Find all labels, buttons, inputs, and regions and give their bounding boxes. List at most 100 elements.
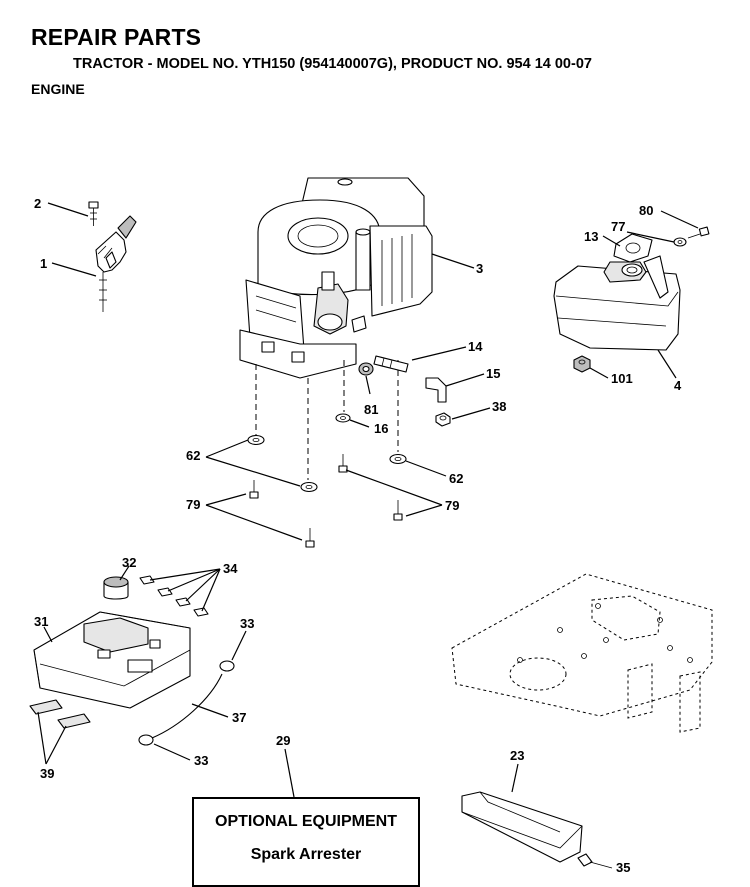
- air-cleaner-housing-part: [33, 611, 191, 709]
- washer-part: [389, 453, 407, 465]
- fitting-part: [373, 355, 409, 373]
- leader-line: [349, 419, 370, 428]
- filter-pad-part: [29, 699, 63, 715]
- leader-line: [205, 439, 249, 458]
- throttle-control-part: [95, 215, 137, 312]
- callout-15: 15: [486, 366, 500, 381]
- nut-part: [435, 412, 451, 427]
- air-cleaner-knob-part: [103, 576, 129, 600]
- callout-3: 3: [476, 261, 483, 276]
- callout-23: 23: [510, 748, 524, 763]
- leader-line: [284, 748, 295, 798]
- leader-line: [602, 235, 621, 247]
- muffler-bolt-part: [687, 226, 710, 239]
- callout-80: 80: [639, 203, 653, 218]
- washer-part: [247, 434, 265, 446]
- leader-line: [365, 375, 371, 395]
- optional-equipment-item: Spark Arrester: [250, 846, 362, 863]
- callout-14: 14: [468, 339, 483, 354]
- leader-line: [626, 231, 675, 243]
- muffler-part: [553, 255, 681, 351]
- muffler-nut-part: [573, 355, 591, 373]
- throttle-screw-part: [88, 201, 99, 226]
- leader-line: [45, 725, 67, 765]
- optional-equipment-box: OPTIONAL EQUIPMENT Spark Arrester: [192, 797, 420, 887]
- leader-line: [411, 346, 467, 361]
- leader-line: [47, 202, 89, 217]
- callout-33-top: 33: [240, 616, 254, 631]
- washer-part: [300, 481, 318, 493]
- leader-line: [185, 568, 221, 602]
- leader-line: [37, 711, 47, 765]
- callout-32: 32: [122, 555, 136, 570]
- callout-31: 31: [34, 614, 48, 629]
- leader-line: [231, 630, 247, 661]
- leader-line: [445, 373, 485, 387]
- leader-line: [191, 703, 229, 718]
- callout-81: 81: [364, 402, 378, 417]
- callout-34: 34: [223, 561, 238, 576]
- leader-line: [153, 743, 191, 761]
- leader-line: [431, 253, 475, 269]
- leader-line: [205, 456, 301, 487]
- callout-16: 16: [374, 421, 388, 436]
- leader-line: [657, 349, 677, 379]
- leader-line: [589, 367, 609, 379]
- leader-line: [451, 407, 491, 420]
- callout-79-right: 79: [445, 498, 459, 513]
- engine-part: [239, 177, 433, 379]
- leader-line: [43, 626, 53, 643]
- foam-pad-part: [157, 587, 173, 597]
- foam-pad-part: [139, 575, 155, 585]
- model-subtitle: TRACTOR - MODEL NO. YTH150 (954140007G),…: [73, 56, 592, 72]
- bolt-part: [393, 500, 403, 521]
- spark-arrester-shield-part: [461, 791, 583, 863]
- callout-101: 101: [611, 371, 633, 386]
- leader-line: [345, 469, 443, 506]
- leader-line: [51, 262, 97, 277]
- leader-line: [119, 565, 130, 581]
- leader-line: [167, 568, 221, 592]
- callout-77: 77: [611, 219, 625, 234]
- washer-part: [335, 413, 351, 423]
- leader-line: [149, 568, 221, 581]
- hose-elbow-part: [425, 377, 447, 403]
- callout-35: 35: [616, 860, 630, 872]
- leader-line: [205, 493, 247, 506]
- callout-37: 37: [232, 710, 246, 725]
- bolt-part: [249, 480, 259, 499]
- bushing-part: [358, 362, 374, 376]
- foam-pad-part: [193, 607, 209, 617]
- leader-line: [201, 568, 221, 612]
- leader-line: [405, 504, 443, 517]
- leader-line: [660, 210, 699, 229]
- bolt-part: [305, 528, 315, 548]
- exhaust-flange-part: [613, 233, 653, 263]
- leader-line: [205, 504, 303, 541]
- hose-clamp-part: [219, 660, 235, 672]
- screw-part: [577, 853, 613, 869]
- callout-79-left: 79: [186, 497, 200, 512]
- leader-line: [511, 763, 519, 793]
- leader-line: [405, 460, 447, 477]
- page-title: REPAIR PARTS: [31, 24, 202, 50]
- callout-33-bottom: 33: [194, 753, 208, 768]
- exhaust-port-part: [621, 263, 643, 277]
- breather-hose-part: [151, 673, 223, 739]
- callout-38: 38: [492, 399, 506, 414]
- callout-1: 1: [40, 256, 47, 271]
- callout-13: 13: [584, 229, 598, 244]
- callout-62-left: 62: [186, 448, 200, 463]
- filter-pad-part: [57, 713, 91, 729]
- callout-4: 4: [674, 378, 682, 393]
- bolt-part: [338, 454, 348, 473]
- tractor-frame-outline: [451, 573, 713, 733]
- callout-2: 2: [34, 196, 41, 211]
- callout-39: 39: [40, 766, 54, 781]
- hose-clamp-part: [138, 734, 154, 746]
- muffler-washer-part: [673, 237, 687, 247]
- callout-29: 29: [276, 733, 290, 748]
- section-label: ENGINE: [31, 81, 85, 97]
- optional-equipment-title: OPTIONAL EQUIPMENT: [215, 813, 397, 830]
